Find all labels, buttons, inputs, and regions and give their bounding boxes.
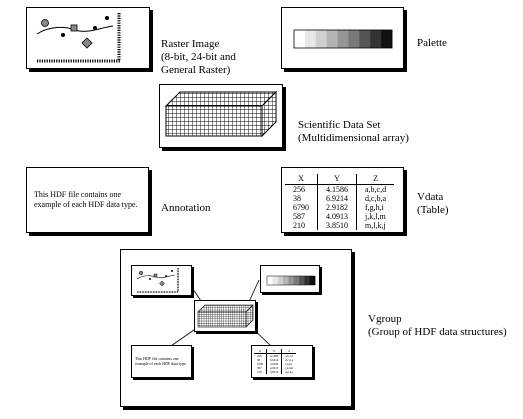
vdata-cell: f,g,h,i bbox=[365, 203, 384, 212]
vdata-cell: d,c,b,a bbox=[365, 194, 387, 203]
vdata-header-z: Z bbox=[281, 349, 297, 354]
vdata-header-x: X bbox=[254, 349, 267, 354]
raster-image-sublabel: (8-bit, 24-bit and General Raster) bbox=[161, 51, 236, 76]
vdata-table: X Y Z 256 4.1586 a,b,c,d 38 6.9214 d,c,b,a 6… bbox=[285, 174, 395, 230]
palette-border bbox=[266, 275, 316, 286]
annotation-text: This HDF file contains one example of ea… bbox=[135, 356, 187, 366]
palette-shade bbox=[288, 276, 294, 285]
palette-shade bbox=[304, 30, 317, 48]
palette-shade bbox=[294, 30, 306, 48]
vdata-cell: 2.9182 bbox=[265, 362, 283, 366]
vdata-header-y: Y bbox=[265, 349, 283, 354]
vgroup-sds-thumb bbox=[194, 300, 256, 332]
vdata-cell: 587 bbox=[257, 366, 262, 370]
vdata-cell: 3.8510 bbox=[265, 370, 283, 374]
vdata-header-row: X Y Z bbox=[254, 349, 297, 354]
vdata-sublabel: (Table) bbox=[417, 204, 449, 216]
vdata-header-z: Z bbox=[356, 174, 395, 185]
vdata-cell: 38 bbox=[257, 358, 260, 362]
vdata-cell: 2.9182 bbox=[317, 203, 357, 212]
vdata-label: Vdata bbox=[417, 191, 444, 203]
palette-shade bbox=[309, 276, 316, 285]
vdata-cell: 210 bbox=[257, 370, 262, 374]
palette-shade bbox=[277, 276, 284, 285]
vdata-cell: 587 bbox=[293, 212, 305, 221]
palette-shade bbox=[299, 276, 305, 285]
palette-shade bbox=[348, 30, 360, 48]
sds-card bbox=[159, 84, 283, 148]
vdata-cell: 256 bbox=[293, 185, 305, 194]
vdata-cell: 6.9214 bbox=[317, 194, 357, 203]
palette-shade bbox=[293, 276, 300, 285]
palette-card bbox=[281, 7, 404, 69]
palette-swatch bbox=[266, 275, 316, 286]
raster-image-icon bbox=[36, 13, 121, 63]
raster-image-card bbox=[26, 7, 150, 69]
vdata-cell: j,k,l,m bbox=[365, 212, 386, 221]
palette-shade bbox=[370, 30, 382, 48]
palette-shade bbox=[283, 276, 289, 285]
vgroup-raster-thumb bbox=[131, 265, 192, 296]
vgroup-label: Vgroup bbox=[368, 313, 402, 325]
annotation-label: Annotation bbox=[161, 202, 211, 214]
sds-sublabel: (Multidimensional array) bbox=[298, 132, 409, 144]
vgroup-card: This HDF file contains one example of ea… bbox=[120, 249, 352, 407]
vdata-cell: m,l,k,j bbox=[365, 221, 386, 230]
vgroup-sublabel: (Group of HDF data structures) bbox=[368, 326, 507, 338]
table-row: 38 6.9214 d,c,b,a bbox=[285, 194, 394, 203]
palette-shade bbox=[381, 30, 393, 48]
vdata-cell: 4.1586 bbox=[317, 184, 357, 194]
annotation-text: This HDF file contains one example of ea… bbox=[34, 190, 138, 209]
vdata-cell: 4.1586 bbox=[265, 353, 283, 358]
annotation-card: This HDF file contains one example of ea… bbox=[26, 167, 149, 233]
vdata-cell: a,b,c,d bbox=[365, 185, 387, 194]
vdata-cell: m,l,k,j bbox=[285, 370, 294, 374]
vdata-cell: 6790 bbox=[293, 203, 309, 212]
palette-shade bbox=[267, 276, 273, 285]
vdata-cell: 256 bbox=[257, 354, 262, 358]
sds-cube-icon bbox=[164, 90, 278, 138]
sds-cube-icon bbox=[197, 304, 254, 328]
vdata-cell: f,g,h,i bbox=[285, 362, 293, 366]
vdata-cell: a,b,c,d bbox=[285, 354, 294, 358]
vdata-header-x: X bbox=[285, 174, 318, 185]
vdata-cell: 38 bbox=[293, 194, 301, 203]
palette-shade bbox=[326, 30, 338, 48]
vgroup-annotation-thumb: This HDF file contains one example of ea… bbox=[131, 345, 192, 378]
vdata-header-y: Y bbox=[317, 174, 357, 185]
palette-shade bbox=[304, 276, 310, 285]
palette-shade bbox=[272, 276, 278, 285]
vdata-cell: j,k,l,m bbox=[285, 366, 294, 370]
vdata-cell: 4.0913 bbox=[317, 212, 357, 221]
vdata-cell: 210 bbox=[293, 221, 305, 230]
palette-shade bbox=[315, 30, 327, 48]
palette-swatch bbox=[293, 29, 393, 49]
vdata-header-row: X Y Z bbox=[285, 174, 395, 185]
sds-label: Scientific Data Set bbox=[298, 119, 381, 131]
table-row: 210 3.8510 m,l,k,j bbox=[285, 221, 394, 230]
vdata-cell: 6.9214 bbox=[265, 358, 283, 362]
vgroup-palette-thumb bbox=[260, 265, 320, 293]
vdata-cell: 6790 bbox=[257, 362, 263, 366]
raster-image-icon bbox=[136, 268, 179, 293]
palette-label: Palette bbox=[417, 37, 447, 49]
vdata-cell: d,c,b,a bbox=[285, 358, 294, 362]
vdata-card: X Y Z 256 4.1586 a,b,c,d 38 6.9214 d,c,b,a 6… bbox=[281, 167, 404, 233]
table-row: 6790 2.9182 f,g,h,i bbox=[285, 203, 394, 212]
vdata-cell: 3.8510 bbox=[317, 221, 357, 230]
vdata-cell: 4.0913 bbox=[265, 366, 283, 370]
palette-shade bbox=[359, 30, 371, 48]
palette-border bbox=[293, 29, 393, 49]
raster-image-label: Raster Image bbox=[161, 38, 220, 50]
table-row: 587 4.0913 j,k,l,m bbox=[285, 212, 394, 221]
palette-shade bbox=[337, 30, 349, 48]
table-row: 256 4.1586 a,b,c,d bbox=[285, 184, 394, 194]
